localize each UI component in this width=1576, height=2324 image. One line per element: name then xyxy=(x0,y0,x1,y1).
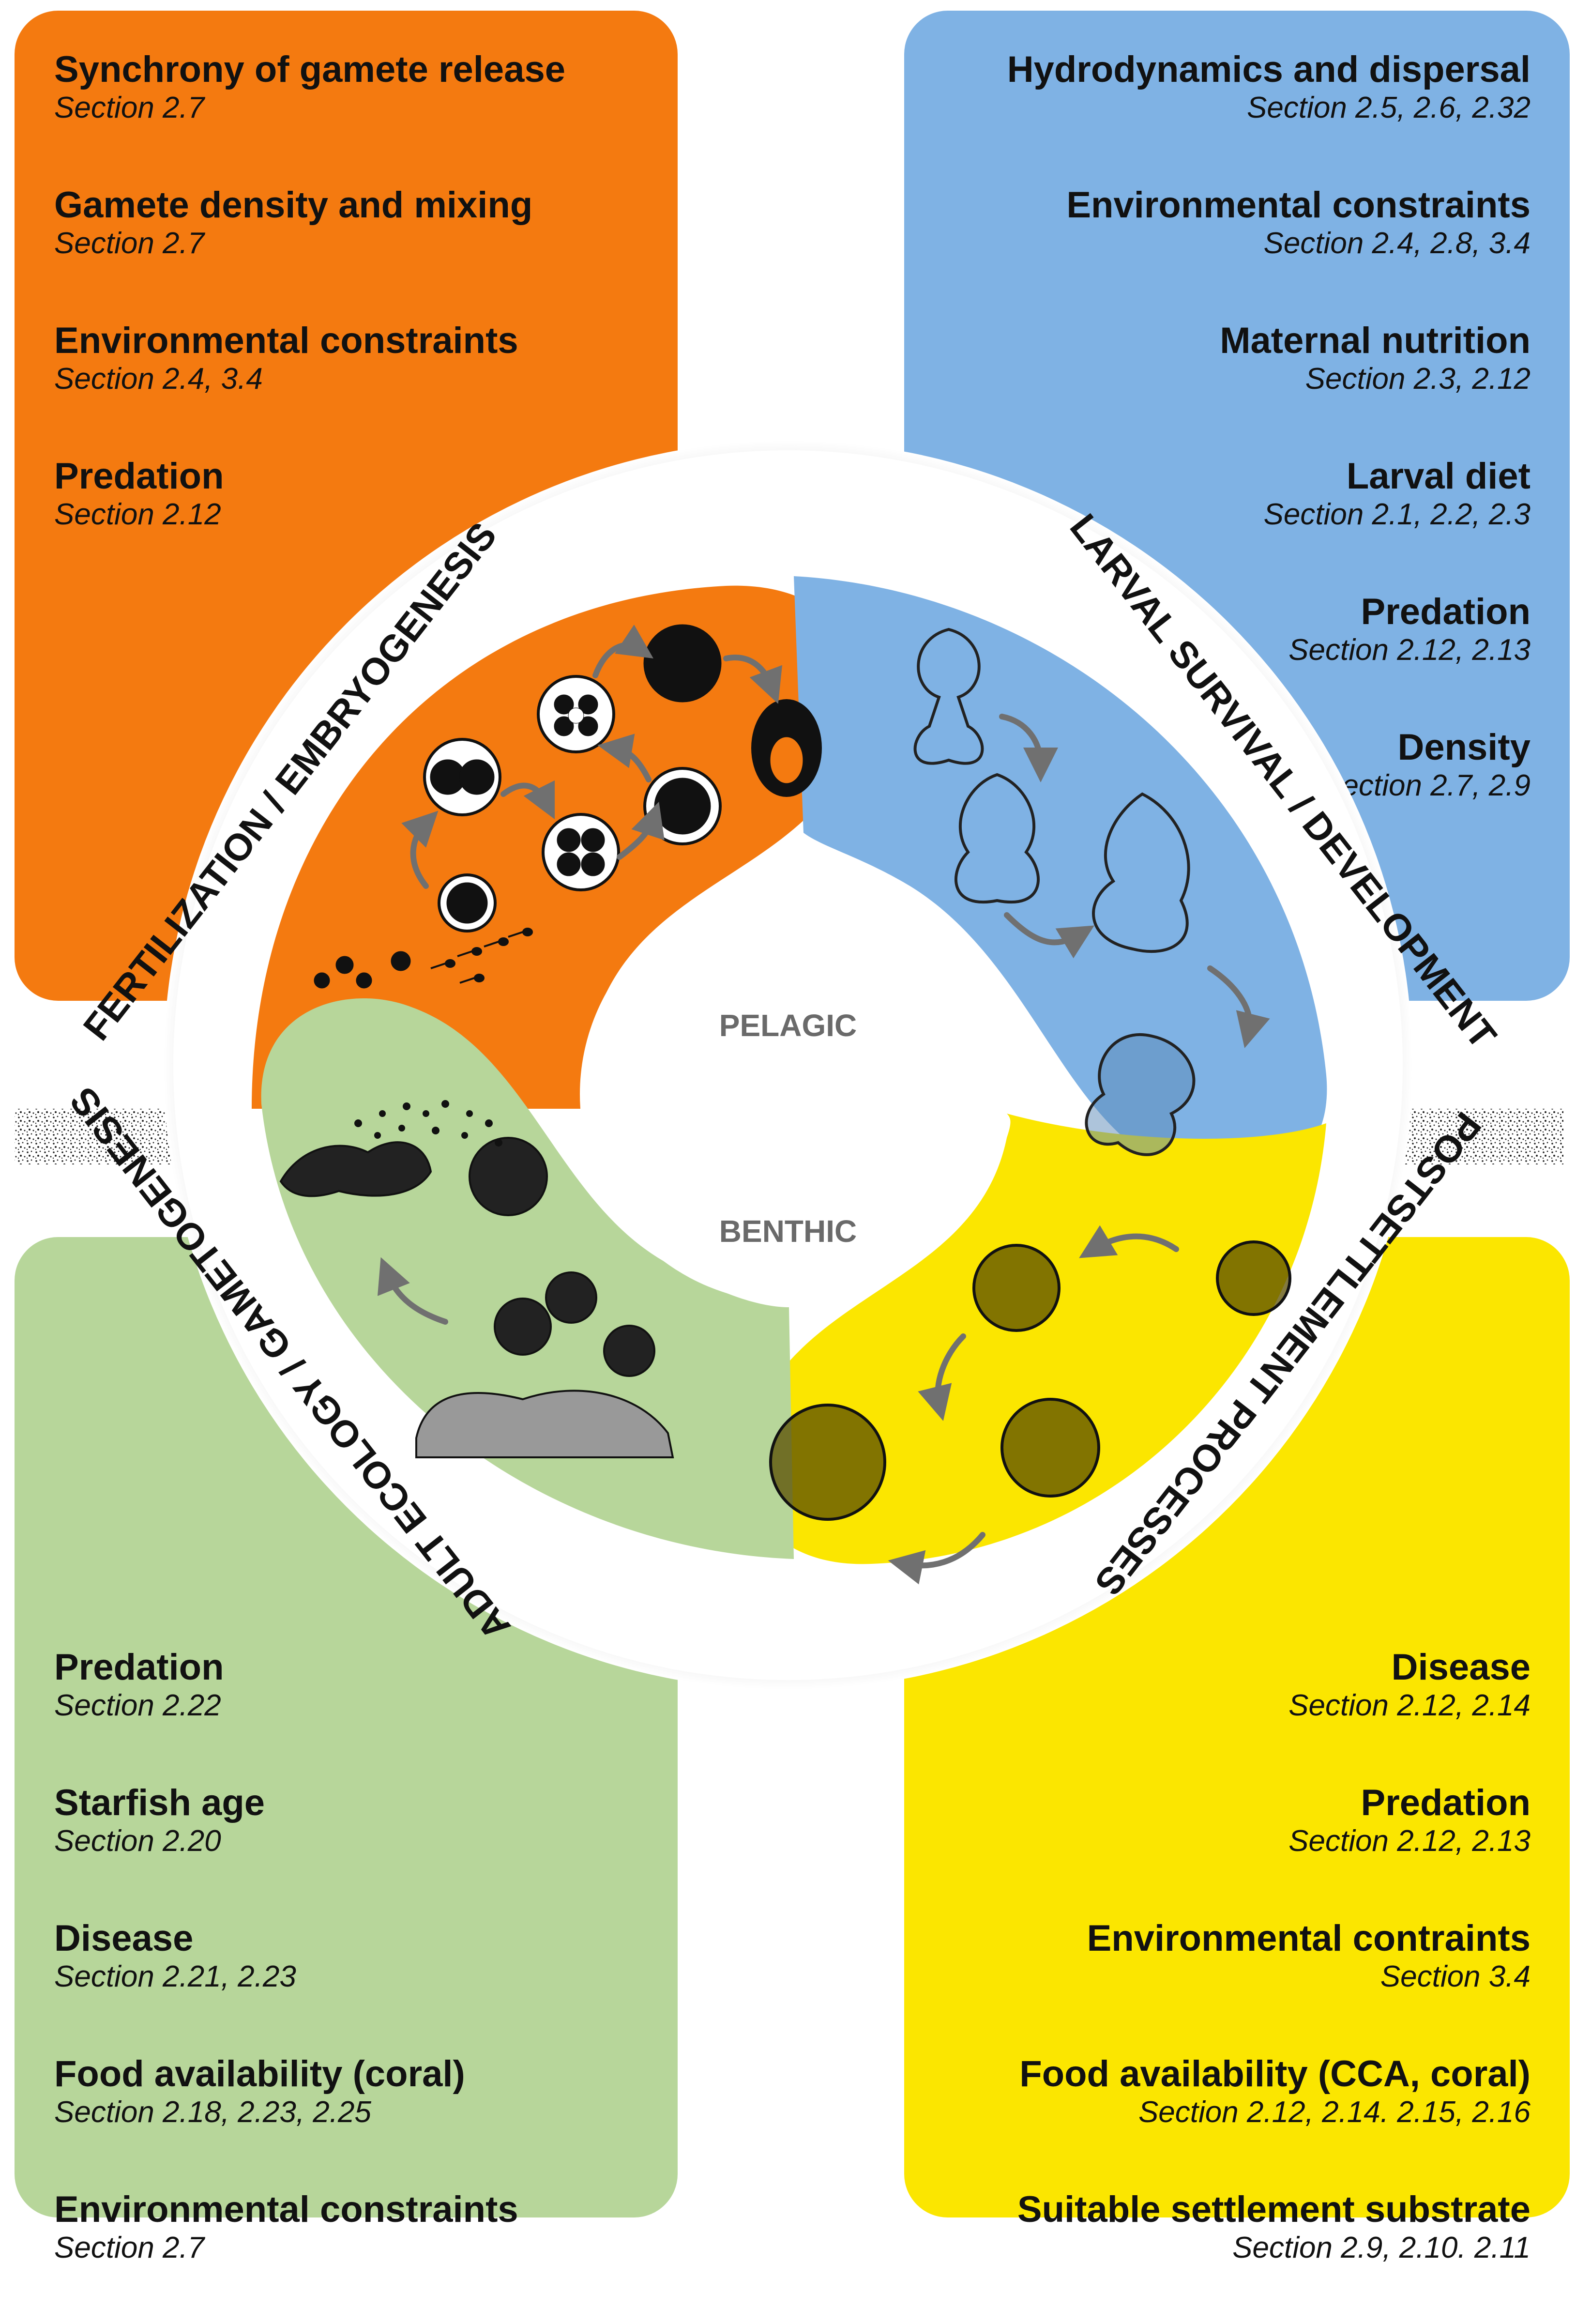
factor-section: Section 2.7, 2.9 xyxy=(1322,769,1531,802)
factor-title: Disease xyxy=(54,1918,194,1959)
factor-title: Disease xyxy=(1391,1647,1531,1688)
factor-item: Food availability (coral)Section 2.18, 2… xyxy=(54,2053,654,2129)
factor-section: Section 3.4 xyxy=(1380,1960,1531,1993)
factor-section: Section 2.18, 2.23, 2.25 xyxy=(54,2095,371,2129)
factor-title: Predation xyxy=(54,1647,224,1688)
adult-starfish-illustration xyxy=(279,1100,674,1458)
factor-section: Section 2.4, 2.8, 3.4 xyxy=(1263,227,1531,260)
factor-section: Section 2.22 xyxy=(54,1689,221,1722)
factor-title: Environmental constraints xyxy=(54,320,518,361)
center-hub xyxy=(580,886,996,1302)
factor-title: Maternal nutrition xyxy=(1220,320,1531,361)
factor-title: Larval diet xyxy=(1346,456,1531,497)
factor-title: Environmental constraints xyxy=(1066,184,1531,226)
factor-title: Starfish age xyxy=(54,1782,265,1823)
factor-section: Section 2.20 xyxy=(54,1824,221,1858)
factor-title: Gamete density and mixing xyxy=(54,184,533,226)
factor-section: Section 2.12, 2.13 xyxy=(1288,1824,1531,1858)
factor-section: Section 2.3, 2.12 xyxy=(1305,362,1531,396)
factor-title: Density xyxy=(1397,727,1531,768)
lobe-postsettlement xyxy=(744,1114,1326,1564)
larval-stages-illustration xyxy=(913,627,1196,1156)
factor-section: Section 2.12, 2.14 xyxy=(1288,1689,1531,1722)
factor-section: Section 2.9, 2.10. 2.11 xyxy=(1232,2231,1531,2264)
factor-title: Synchrony of gamete release xyxy=(54,49,565,90)
embryo-stages-illustration xyxy=(314,624,822,989)
juvenile-stages-illustration xyxy=(769,1240,1291,1521)
factor-title: Predation xyxy=(54,456,224,497)
factor-title: Suitable settlement substrate xyxy=(1017,2189,1531,2230)
factor-section: Section 2.12 xyxy=(54,498,221,531)
factor-section: Section 2.4, 3.4 xyxy=(54,362,263,396)
cycle-arrows xyxy=(377,625,1270,1585)
factor-item: Food availability (CCA, coral)Section 2.… xyxy=(930,2053,1531,2129)
factor-title: Food availability (CCA, coral) xyxy=(1019,2053,1531,2095)
factor-title: Predation xyxy=(1361,591,1531,632)
zone-benthic-label: BENTHIC xyxy=(719,1214,857,1249)
factor-section: Section 2.12, 2.14. 2.15, 2.16 xyxy=(1138,2095,1531,2129)
factor-title: Environmental contraints xyxy=(1087,1918,1531,1959)
zone-pelagic-label: PELAGIC xyxy=(719,1008,857,1043)
factor-title: Environmental constraints xyxy=(54,2189,518,2230)
factor-section: Section 2.7 xyxy=(54,227,205,260)
factor-title: Hydrodynamics and dispersal xyxy=(1007,49,1531,90)
life-cycle-diagram: PELAGIC BENTHIC FERTILIZATION / EMBRYOGE… xyxy=(15,441,1563,1690)
factor-section: Section 2.7 xyxy=(54,2231,205,2264)
factor-section: Section 2.1, 2.2, 2.3 xyxy=(1263,498,1531,531)
lobe-adult xyxy=(261,998,794,1559)
factor-title: Food availability (coral) xyxy=(54,2053,465,2095)
factor-title: Predation xyxy=(1361,1782,1531,1823)
factor-section: Section 2.7 xyxy=(54,91,205,124)
factor-section: Section 2.12, 2.13 xyxy=(1288,633,1531,667)
factor-section: Section 2.21, 2.23 xyxy=(54,1960,296,1993)
factor-section: Section 2.5, 2.6, 2.32 xyxy=(1247,91,1531,124)
